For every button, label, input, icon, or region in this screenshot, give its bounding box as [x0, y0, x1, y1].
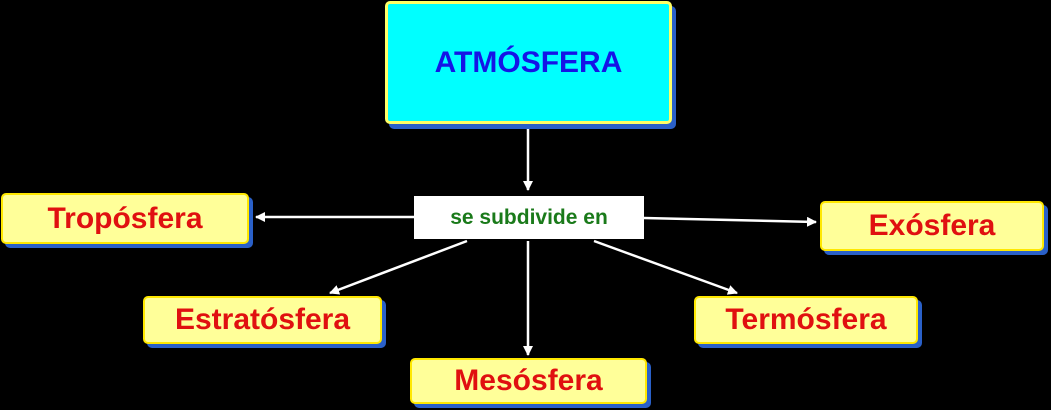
node-thermosphere-label: Termósfera: [725, 303, 887, 336]
root-node-atmosphere: ATMÓSFERA: [385, 1, 672, 124]
node-exosphere: Exósfera: [820, 201, 1044, 251]
node-mesosphere: Mesósfera: [410, 358, 647, 404]
root-node-label: ATMÓSFERA: [434, 45, 623, 79]
arrow-to-stratosphere: [329, 239, 468, 295]
node-stratosphere: Estratósfera: [143, 296, 382, 344]
node-thermosphere: Termósfera: [694, 296, 918, 344]
node-exosphere-label: Exósfera: [868, 209, 996, 242]
arrow-to-exosphere: [643, 216, 817, 227]
arrow-to-thermosphere: [593, 239, 738, 295]
link-label-text: se subdivide en: [450, 205, 608, 229]
node-troposphere: Tropósfera: [1, 193, 249, 244]
node-stratosphere-label: Estratósfera: [174, 303, 351, 336]
link-label-subdivides: se subdivide en: [414, 196, 644, 239]
node-troposphere-label: Tropósfera: [47, 201, 203, 235]
node-mesosphere-label: Mesósfera: [454, 364, 603, 397]
